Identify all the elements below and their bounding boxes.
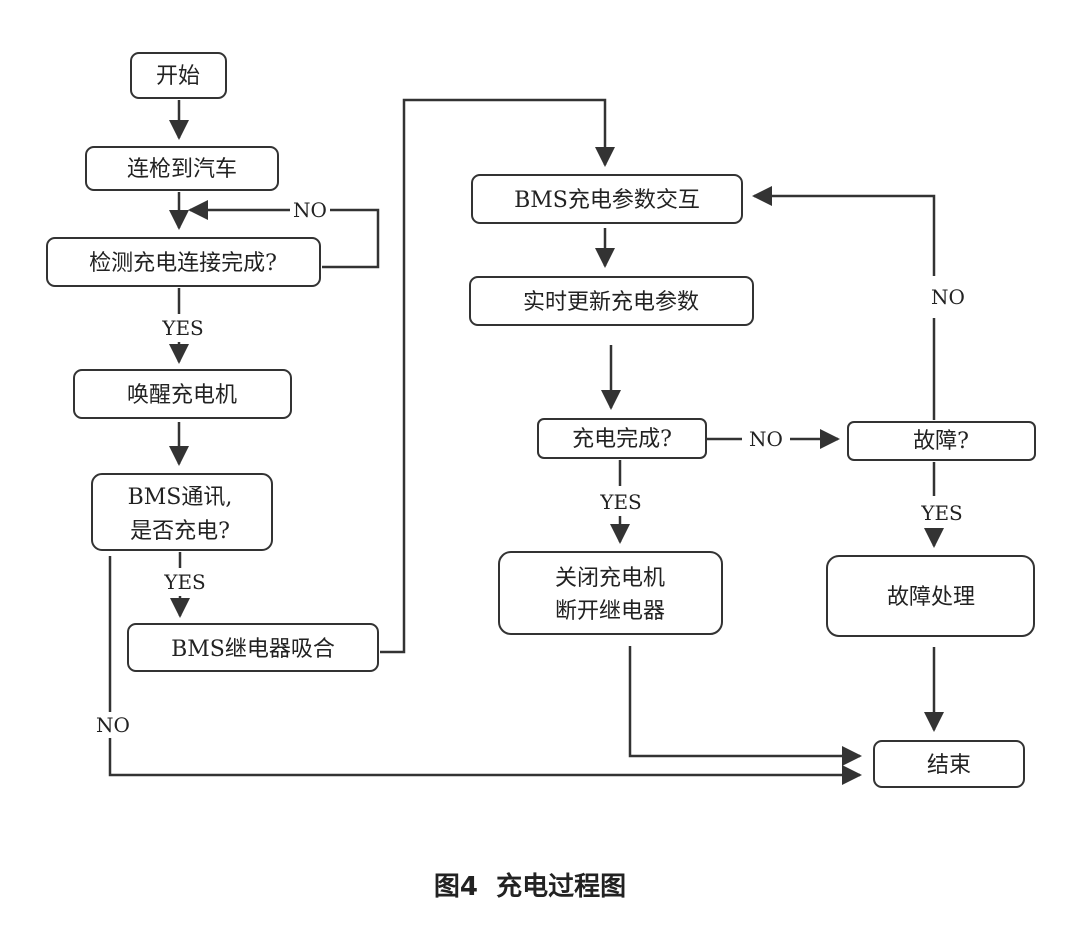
figure-caption: 图4 充电过程图 [434, 871, 626, 902]
arrow-shutdown-to-end [628, 646, 862, 766]
end-label: 结束 [927, 753, 971, 778]
bms-comm-node: BMS通讯, 是否充电? [91, 473, 273, 551]
bms-param-exchange-label: BMS充电参数交互 [514, 188, 700, 213]
label-yes-charge-done: YES [599, 490, 642, 514]
label-yes-check: YES [161, 316, 204, 340]
arrow-check-no-loop [322, 208, 380, 269]
connect-gun-label: 连枪到汽车 [127, 157, 237, 182]
bms-relay-label: BMS继电器吸合 [171, 637, 335, 662]
shutdown-label-line1: 关闭充电机 [555, 566, 665, 591]
label-yes-fault: YES [920, 501, 963, 525]
fault-label: 故障? [913, 429, 969, 454]
start-label: 开始 [156, 64, 200, 89]
wake-charger-node: 唤醒充电机 [73, 369, 292, 419]
check-connection-node: 检测充电连接完成? [46, 237, 321, 287]
fault-handle-node: 故障处理 [826, 555, 1035, 637]
update-params-node: 实时更新充电参数 [469, 276, 754, 326]
check-connection-label: 检测充电连接完成? [89, 251, 277, 276]
arrow-fault-no-up-top [752, 186, 936, 276]
bms-comm-label-line1: BMS通讯, [128, 485, 233, 510]
label-no-charge-done: NO [749, 427, 783, 451]
bms-comm-label-line2: 是否充电? [130, 519, 230, 544]
connect-gun-node: 连枪到汽车 [85, 146, 279, 191]
arrow-relay-to-exchange [380, 98, 615, 654]
bms-param-exchange-node: BMS充电参数交互 [471, 174, 743, 224]
fault-handle-label: 故障处理 [887, 585, 975, 610]
arrow-bms-no-to-end [108, 738, 862, 785]
end-node: 结束 [873, 740, 1025, 788]
label-no-check: NO [293, 198, 327, 222]
start-node: 开始 [130, 52, 227, 99]
wake-charger-label: 唤醒充电机 [127, 383, 237, 408]
charge-done-node: 充电完成? [537, 418, 707, 459]
charge-done-label: 充电完成? [572, 427, 672, 452]
label-no-bms: NO [96, 713, 130, 737]
shutdown-label-line2: 断开继电器 [555, 599, 665, 624]
shutdown-node: 关闭充电机 断开继电器 [498, 551, 723, 635]
update-params-label: 实时更新充电参数 [523, 290, 699, 315]
label-yes-bms: YES [163, 570, 206, 594]
fault-node: 故障? [847, 421, 1036, 461]
label-no-fault: NO [931, 285, 965, 309]
bms-relay-node: BMS继电器吸合 [127, 623, 379, 672]
